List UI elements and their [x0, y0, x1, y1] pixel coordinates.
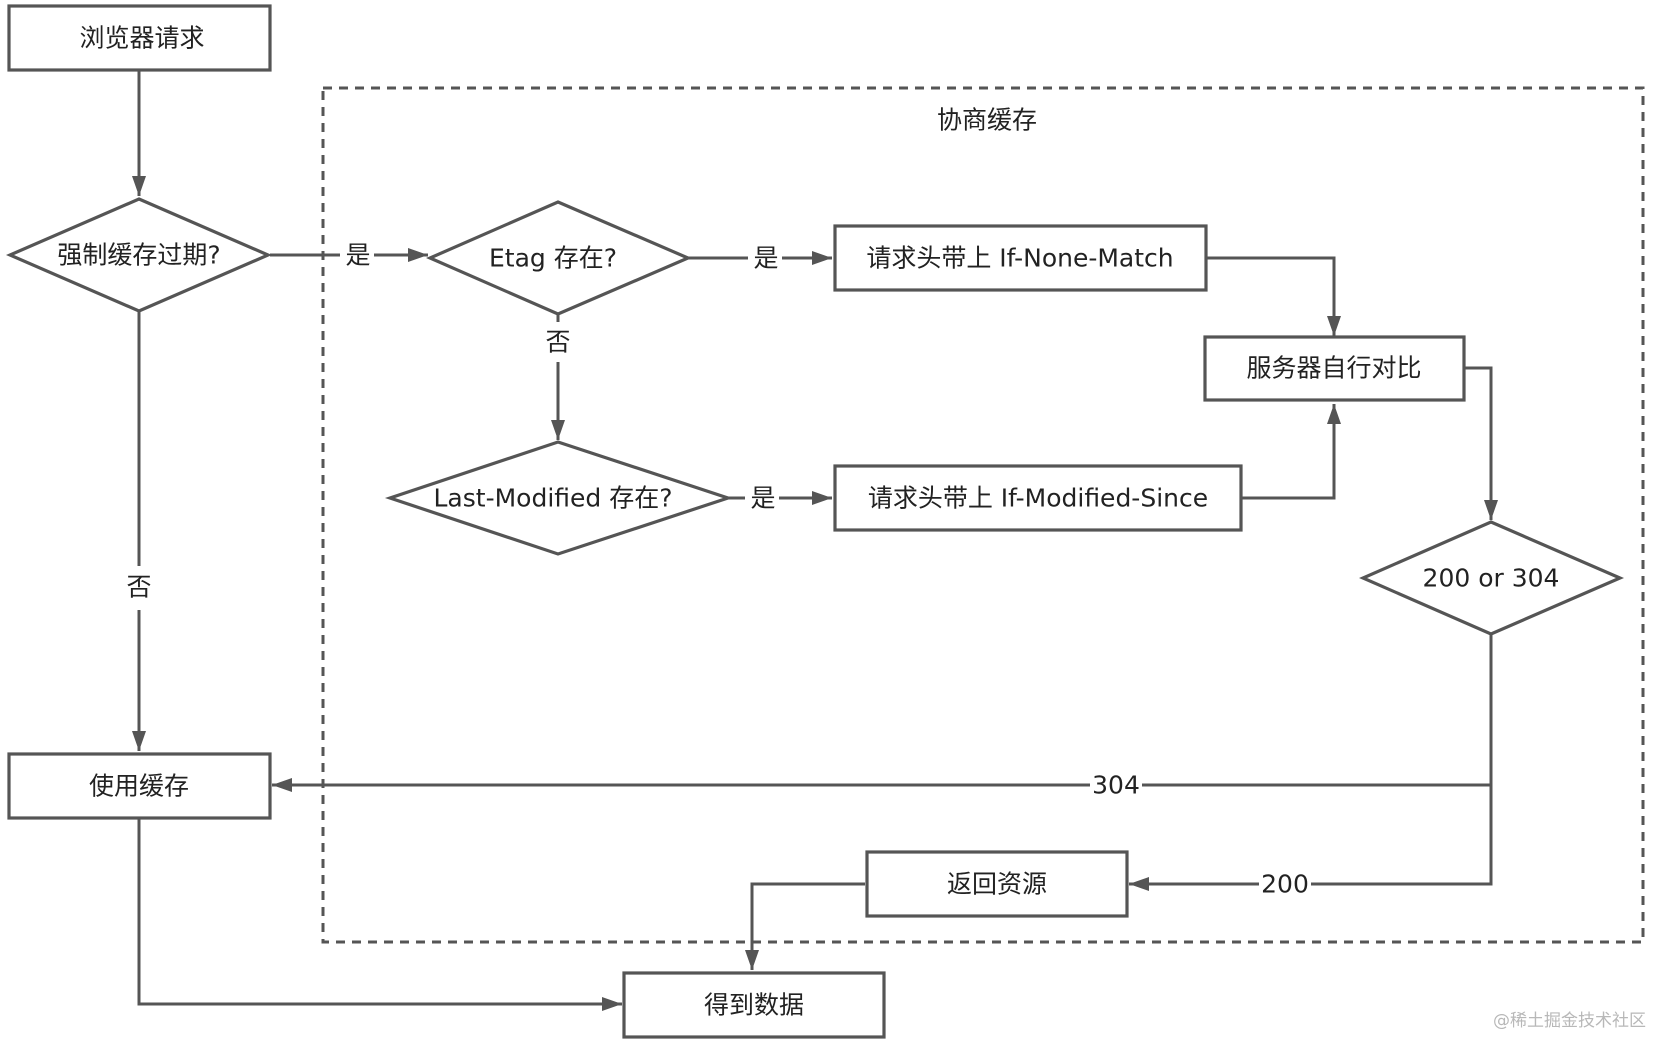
svg-text:200 or 304: 200 or 304 [1423, 564, 1560, 593]
svg-text:返回资源: 返回资源 [947, 870, 1047, 899]
svg-text:浏览器请求: 浏览器请求 [79, 24, 204, 53]
edge-label-expired-yes: 是 [345, 241, 370, 270]
node-force-cache-expired: 强制缓存过期? [5, 197, 273, 313]
watermark: @稀土掘金技术社区 [1493, 1011, 1646, 1031]
node-get-data: 得到数据 [622, 971, 886, 1039]
edges: 是 否 是 否 是 304 200 [120, 70, 1498, 1011]
nodes: 浏览器请求 强制缓存过期? Etag 存在? Last-Modified 存在?… [5, 4, 1625, 1039]
node-header-if-none-match: 请求头带上 If-None-Match [833, 224, 1208, 292]
node-browser-request: 浏览器请求 [7, 4, 272, 72]
node-etag-exists: Etag 存在? [426, 200, 693, 316]
svg-text:使用缓存: 使用缓存 [89, 772, 189, 801]
edge-label-304: 304 [1092, 771, 1140, 800]
edge-label-last-modified-yes: 是 [750, 484, 775, 513]
svg-text:服务器自行对比: 服务器自行对比 [1246, 354, 1421, 383]
edge-status-to-use-cache [272, 634, 1493, 792]
edge-server-to-status [1464, 366, 1498, 520]
edge-label-200: 200 [1261, 870, 1309, 899]
svg-text:请求头带上 If-Modified-Since: 请求头带上 If-Modified-Since [868, 484, 1208, 513]
edge-label-expired-no: 否 [126, 573, 151, 602]
edge-if-modified-since-to-server [1241, 404, 1341, 500]
node-last-modified-exists: Last-Modified 存在? [384, 440, 734, 556]
node-header-if-modified-since: 请求头带上 If-Modified-Since [833, 464, 1243, 532]
edge-label-etag-yes: 是 [753, 244, 778, 273]
negotiation-cache-group: 协商缓存 [321, 86, 1645, 944]
edge-label-etag-no: 否 [545, 328, 570, 357]
node-return-resource: 返回资源 [865, 850, 1129, 918]
svg-text:请求头带上 If-None-Match: 请求头带上 If-None-Match [866, 244, 1173, 273]
edge-return-resource-to-get-data [745, 882, 865, 970]
edge-use-cache-to-get-data [137, 818, 622, 1011]
svg-text:强制缓存过期?: 强制缓存过期? [57, 241, 220, 270]
negotiation-cache-border [321, 86, 1645, 944]
svg-text:得到数据: 得到数据 [704, 991, 804, 1020]
node-use-cache: 使用缓存 [7, 752, 272, 820]
edge-if-none-match-to-server [1206, 256, 1341, 336]
node-status-200-or-304: 200 or 304 [1359, 520, 1625, 636]
svg-text:Last-Modified 存在?: Last-Modified 存在? [434, 484, 673, 513]
svg-text:Etag 存在?: Etag 存在? [489, 244, 617, 273]
negotiation-cache-title: 协商缓存 [937, 106, 1037, 135]
edge-status-to-return-resource [1129, 785, 1493, 891]
node-server-compare: 服务器自行对比 [1203, 335, 1466, 402]
